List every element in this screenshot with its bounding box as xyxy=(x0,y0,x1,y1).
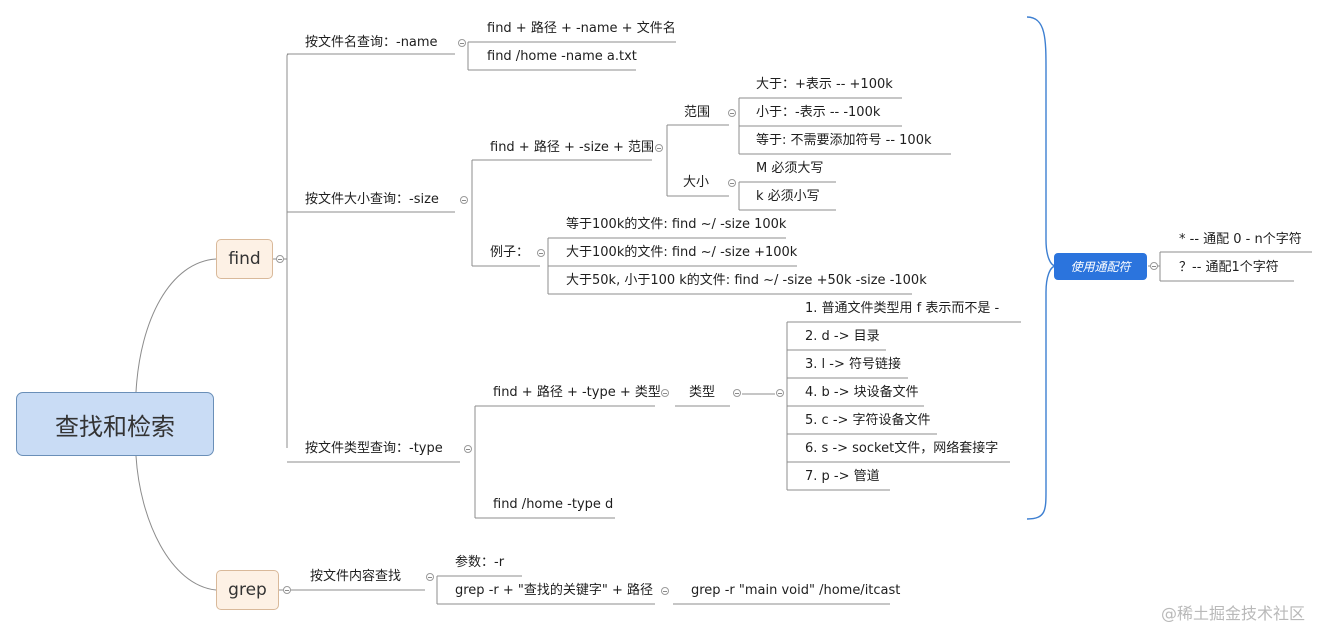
find-label: find xyxy=(228,249,261,269)
wildcard-collapse-toggle[interactable] xyxy=(1150,262,1158,270)
topic-examples[interactable]: 例子： xyxy=(490,245,530,260)
topic-example-gt[interactable]: 大于100k的文件: find ~/ -size +100k xyxy=(566,245,798,260)
type-syntax-collapse-toggle[interactable] xyxy=(661,389,669,397)
topic-type-5[interactable]: 5. c -> 字符设备文件 xyxy=(805,413,931,428)
root-node[interactable]: 查找和检索 xyxy=(16,392,214,456)
topic-type-example[interactable]: find /home -type d xyxy=(493,497,614,512)
find-node[interactable]: find xyxy=(216,239,273,279)
topic-range-gt[interactable]: 大于：+表示 -- +100k xyxy=(756,77,893,92)
range-collapse-toggle[interactable] xyxy=(728,109,736,117)
grep-content-collapse-toggle[interactable] xyxy=(426,573,434,581)
topic-type-1[interactable]: 1. 普通文件类型用 f 表示而不是 - xyxy=(805,301,1000,316)
topic-type-6[interactable]: 6. s -> socket文件，网络套接字 xyxy=(805,441,999,456)
size-collapse-toggle[interactable] xyxy=(460,196,468,204)
topic-type-label[interactable]: 类型 xyxy=(689,385,716,400)
root-label: 查找和检索 xyxy=(55,412,175,441)
topic-grep-param[interactable]: 参数：-r xyxy=(455,555,505,570)
wildcard-node[interactable]: 使用通配符 xyxy=(1054,253,1147,280)
topic-wildcard-star[interactable]: * -- 通配 0 - n个字符 xyxy=(1179,232,1302,247)
topic-by-size[interactable]: 按文件大小查询：-size xyxy=(305,192,439,207)
topic-type-4[interactable]: 4. b -> 块设备文件 xyxy=(805,385,919,400)
find-collapse-toggle[interactable] xyxy=(276,255,284,263)
topic-by-name[interactable]: 按文件名查询：-name xyxy=(305,35,438,50)
watermark: @稀土掘金技术社区 xyxy=(1161,604,1306,623)
wildcard-label: 使用通配符 xyxy=(1070,260,1131,274)
topic-by-type[interactable]: 按文件类型查询：-type xyxy=(305,441,443,456)
type-label-collapse-toggle[interactable] xyxy=(733,389,741,397)
topic-type-3[interactable]: 3. l -> 符号链接 xyxy=(805,357,901,372)
topic-size-syntax[interactable]: find + 路径 + -size + 范围 xyxy=(490,140,655,155)
size-unit-collapse-toggle[interactable] xyxy=(728,179,736,187)
topic-grep-content[interactable]: 按文件内容查找 xyxy=(310,569,402,584)
topic-name-example[interactable]: find /home -name a.txt xyxy=(487,49,637,64)
topic-example-range[interactable]: 大于50k, 小于100 k的文件: find ~/ -size +50k -s… xyxy=(566,273,927,288)
topic-grep-syntax[interactable]: grep -r + "查找的关键字" + 路径 xyxy=(455,583,654,598)
size-syntax-collapse-toggle[interactable] xyxy=(655,144,663,152)
grep-syntax-collapse-toggle[interactable] xyxy=(661,587,669,595)
topic-unit-m[interactable]: M 必须大写 xyxy=(756,161,824,176)
topic-type-7[interactable]: 7. p -> 管道 xyxy=(805,469,880,484)
topic-grep-example[interactable]: grep -r "main void" /home/itcast xyxy=(691,583,901,598)
topic-range-eq[interactable]: 等于: 不需要添加符号 -- 100k xyxy=(756,133,932,148)
type-collapse-toggle[interactable] xyxy=(464,445,472,453)
topic-wildcard-question[interactable]: ？-- 通配1个字符 xyxy=(1179,260,1279,275)
topic-example-eq[interactable]: 等于100k的文件: find ~/ -size 100k xyxy=(566,217,787,232)
type-list-collapse-toggle[interactable] xyxy=(776,389,784,397)
topic-name-syntax[interactable]: find + 路径 + -name + 文件名 xyxy=(487,21,676,36)
name-collapse-toggle[interactable] xyxy=(458,39,466,47)
topic-unit-k[interactable]: k 必须小写 xyxy=(756,189,820,204)
topic-type-2[interactable]: 2. d -> 目录 xyxy=(805,329,880,344)
topic-size-unit[interactable]: 大小 xyxy=(683,175,710,190)
grep-collapse-toggle[interactable] xyxy=(283,586,291,594)
topic-range-lt[interactable]: 小于：-表示 -- -100k xyxy=(756,105,881,120)
grep-label: grep xyxy=(228,580,267,600)
topic-type-syntax[interactable]: find + 路径 + -type + 类型 xyxy=(493,385,661,400)
grep-node[interactable]: grep xyxy=(216,570,279,610)
topic-range[interactable]: 范围 xyxy=(684,105,711,120)
examples-collapse-toggle[interactable] xyxy=(537,249,545,257)
